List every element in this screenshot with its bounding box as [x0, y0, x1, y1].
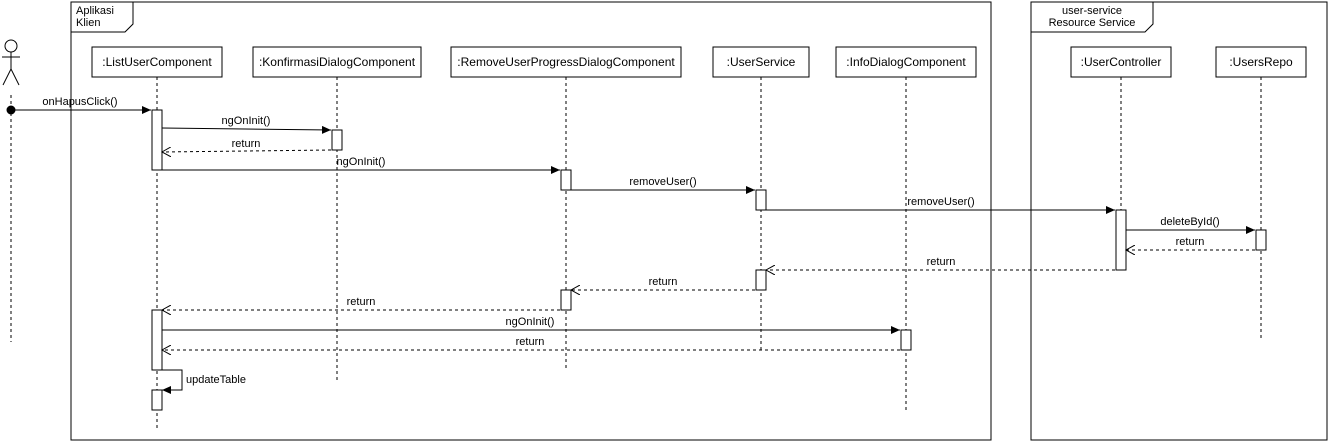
lifeline-box-konf[interactable]: [252, 46, 422, 78]
frame-tab-service: [1030, 1, 1154, 33]
stick-figure-icon: [2, 68, 12, 86]
found-message-dot: [6, 105, 16, 115]
activation-bar-prog: [560, 169, 572, 191]
message-label: return: [1176, 236, 1205, 248]
message-label: onHapusClick(): [42, 96, 117, 108]
message-arrow-sync: [161, 125, 332, 134]
lifeline-label-list: :ListUserComponent: [102, 55, 212, 69]
lifeline-label-repo: :UsersRepo: [1229, 55, 1293, 69]
message-label: removeUser(): [907, 196, 974, 208]
lifeline-box-info[interactable]: [835, 46, 977, 78]
activation-bar-list: [151, 109, 163, 171]
activation-bar-list: [151, 309, 163, 371]
frame-service: [1030, 1, 1328, 441]
message-arrow-self: [162, 369, 183, 394]
message-label: return: [927, 256, 956, 268]
message-label: return: [649, 276, 678, 288]
activation-bar-konf: [331, 129, 343, 151]
activation-bar-us: [755, 189, 767, 211]
lifeline-label-us: :UserService: [727, 55, 796, 69]
message-arrow-return: [162, 150, 332, 152]
lifeline-label-konf: :KonfirmasiDialogComponent: [259, 55, 416, 69]
message-label: removeUser(): [629, 176, 696, 188]
frame-label-service: Resource Service: [1049, 17, 1136, 29]
activation-bar-repo: [1255, 229, 1267, 251]
message-label: updateTable: [186, 374, 246, 386]
message-label: ngOnInit(): [222, 115, 271, 127]
activation-bar-uc: [1115, 209, 1127, 271]
stick-figure-icon: [10, 68, 20, 86]
message-label: deleteById(): [1160, 216, 1219, 228]
message-label: ngOnInit(): [337, 156, 386, 168]
lifeline-label-info: :InfoDialogComponent: [846, 55, 966, 69]
message-label: return: [232, 138, 261, 150]
lifeline-label-uc: :UserController: [1081, 55, 1162, 69]
frame-label-client: Aplikasi: [76, 5, 114, 17]
lifeline-box-list[interactable]: [91, 46, 223, 78]
frame-label-service: user-service: [1062, 5, 1122, 17]
message-label: return: [516, 336, 545, 348]
lifeline-box-uc[interactable]: [1070, 46, 1172, 78]
lifeline-label-prog: :RemoveUserProgressDialogComponent: [457, 55, 675, 69]
frame-tab-client: [70, 1, 134, 33]
message-label: ngOnInit(): [506, 316, 555, 328]
activation-bar-prog: [560, 289, 572, 311]
activation-bar-us: [755, 269, 767, 291]
frame-client: [70, 1, 992, 441]
lifeline-box-us[interactable]: [712, 46, 810, 78]
frame-label-client: Klien: [76, 17, 100, 29]
activation-bar-list: [151, 389, 163, 411]
stick-figure-icon: [4, 39, 18, 53]
activation-bar-info: [900, 329, 912, 351]
lifeline-box-repo[interactable]: [1215, 46, 1307, 78]
message-label: return: [347, 296, 376, 308]
lifeline-box-prog[interactable]: [450, 46, 682, 78]
